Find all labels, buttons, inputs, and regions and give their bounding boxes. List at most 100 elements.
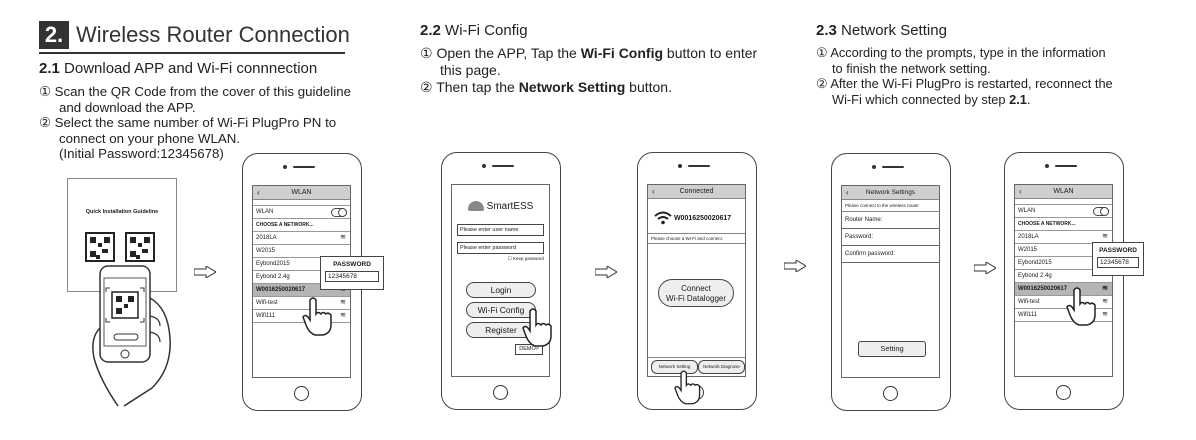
tapping-hand-icon bbox=[674, 370, 701, 405]
network-item[interactable]: Wifi111 ≋ bbox=[1015, 309, 1112, 322]
home-button[interactable] bbox=[883, 386, 898, 401]
network-item-selected[interactable]: W0016250020617≋ bbox=[1015, 283, 1112, 296]
back-icon[interactable]: ‹ bbox=[1019, 187, 1022, 196]
setting-button[interactable]: Setting bbox=[858, 341, 926, 357]
section-number: 2. bbox=[39, 21, 69, 49]
wifi-icon: ≋ bbox=[340, 299, 346, 306]
password-input[interactable]: Please enter password bbox=[457, 242, 544, 254]
col2-step1-pre: ① Open the APP, Tap the bbox=[420, 45, 581, 61]
home-button[interactable] bbox=[1056, 385, 1071, 400]
wlan-toggle-row[interactable]: WLAN bbox=[253, 205, 350, 219]
network-item[interactable]: Wifi111≋ bbox=[253, 310, 350, 323]
network-item[interactable]: Eybond 2.4g bbox=[253, 271, 350, 284]
network-diagnose-button[interactable]: Network Diagnose bbox=[698, 360, 745, 374]
col3-number: 2.3 bbox=[816, 22, 837, 39]
app-brand: SmartESS bbox=[486, 201, 534, 212]
col3-heading: 2.3 Network Setting bbox=[816, 22, 947, 40]
speaker-icon bbox=[293, 166, 315, 168]
wifi-config-button[interactable]: Wi-Fi Config bbox=[466, 302, 536, 318]
wlan-label: WLAN bbox=[256, 209, 274, 215]
col2-step2-pre: ② Then tap the bbox=[420, 79, 519, 95]
camera-icon bbox=[283, 165, 287, 169]
col2-number: 2.2 bbox=[420, 22, 441, 39]
network-item[interactable]: W2015 bbox=[253, 245, 350, 258]
router-password-field[interactable]: Password: bbox=[842, 229, 939, 246]
keep-password-checkbox[interactable]: ☐ Keep password bbox=[507, 256, 544, 261]
speaker-icon bbox=[688, 165, 710, 167]
wlan-toggle[interactable] bbox=[1093, 207, 1109, 216]
network-setting-button[interactable]: Network Setting bbox=[651, 360, 698, 374]
network-name: Eybond 2.4g bbox=[1018, 273, 1052, 279]
wlan-title: WLAN bbox=[291, 189, 312, 196]
wifi-icon: ≋ bbox=[1102, 311, 1108, 318]
wifi-icon: ≋ bbox=[1102, 285, 1108, 292]
back-icon[interactable]: ‹ bbox=[652, 187, 655, 196]
network-name: Wifi111 bbox=[1018, 312, 1038, 318]
network-item[interactable]: Wifi-test ≋ bbox=[253, 297, 350, 310]
password-field[interactable]: 12345678 bbox=[325, 271, 379, 282]
booklet-title: Quick Installation Guideline bbox=[85, 209, 159, 215]
col2-step1: ① Open the APP, Tap the Wi-Fi Config but… bbox=[420, 45, 757, 62]
wlan-reconnect-screen: ‹WLAN WLAN CHOOSE A NETWORK... 2018LA≋ W… bbox=[1014, 184, 1113, 377]
network-settings-screen: ‹Network Settings Please connect to the … bbox=[841, 185, 940, 378]
network-item[interactable]: Wifi-test ≋ bbox=[1015, 296, 1112, 309]
confirm-password-field[interactable]: Confirm password: bbox=[842, 246, 939, 263]
connect-btn-line1: Connect bbox=[681, 284, 711, 293]
camera-icon bbox=[872, 165, 876, 169]
demo-button[interactable]: DEMO> bbox=[515, 344, 543, 355]
tapping-hand-icon bbox=[302, 297, 332, 336]
router-prompt: Please connect to the wireless router bbox=[842, 200, 939, 212]
col3-step2: ② After the Wi-Fi PlugPro is restarted, … bbox=[816, 76, 1113, 91]
col2-step1-cont: this page. bbox=[440, 62, 501, 78]
col1-step1: ① Scan the QR Code from the cover of thi… bbox=[39, 84, 351, 99]
network-name: 2018LA bbox=[256, 235, 277, 241]
col1-step2-cont: connect on your phone WLAN. bbox=[59, 130, 241, 146]
choose-network-label: CHOOSE A NETWORK... bbox=[1015, 218, 1112, 231]
speaker-icon bbox=[1055, 165, 1077, 167]
col2-step2-post: button. bbox=[625, 79, 672, 95]
camera-icon bbox=[1045, 164, 1049, 168]
wifi-icon: ≋ bbox=[1102, 298, 1108, 305]
network-item[interactable]: Eybond2015 bbox=[253, 258, 350, 271]
home-button[interactable] bbox=[493, 385, 508, 400]
col3-step1-cont: to finish the network setting. bbox=[832, 60, 991, 76]
network-settings-header: ‹Network Settings bbox=[842, 186, 939, 200]
home-button[interactable] bbox=[294, 386, 309, 401]
tapping-hand-icon bbox=[522, 308, 552, 347]
username-input[interactable]: Please enter user name bbox=[457, 224, 544, 236]
col2-steps: ① Open the APP, Tap the Wi-Fi Config but… bbox=[420, 45, 757, 96]
col1-heading-text: Download APP and Wi-Fi connnection bbox=[64, 60, 318, 77]
keep-password-label: Keep password bbox=[512, 256, 544, 261]
network-name: W2015 bbox=[256, 248, 276, 254]
wlan-toggle[interactable] bbox=[331, 208, 347, 217]
speaker-icon bbox=[882, 166, 904, 168]
col2-step2-bold: Network Setting bbox=[518, 79, 626, 95]
router-name-field[interactable]: Router Name: bbox=[842, 212, 939, 229]
network-item[interactable]: 2018LA≋ bbox=[1015, 231, 1112, 244]
camera-icon bbox=[678, 164, 682, 168]
connect-datalogger-button[interactable]: Connect Wi-Fi Datalogger bbox=[658, 279, 734, 307]
col2-step2: ② Then tap the Network Setting button. bbox=[420, 79, 757, 96]
wlan-toggle-row[interactable]: WLAN bbox=[1015, 204, 1112, 218]
network-item[interactable]: Eybond 2.4g bbox=[1015, 270, 1112, 283]
app-logo: SmartESS bbox=[452, 201, 549, 212]
wlan-header: ‹WLAN bbox=[1015, 185, 1112, 199]
guideline-booklet: Quick Installation Guideline bbox=[67, 178, 177, 292]
password-field[interactable]: 12345678 bbox=[1097, 257, 1139, 268]
col2-heading-text: Wi-Fi Config bbox=[445, 22, 528, 39]
arrow-right-icon bbox=[784, 260, 806, 272]
choose-wifi-text: Please choose a Wi-Fi and connect. bbox=[648, 233, 745, 244]
back-icon[interactable]: ‹ bbox=[846, 188, 849, 197]
network-item[interactable]: W2015 bbox=[1015, 244, 1112, 257]
col3-step2-cont: Wi-Fi which connected by step 2.1. bbox=[816, 92, 1113, 108]
login-button[interactable]: Login bbox=[466, 282, 536, 298]
choose-network-label: CHOOSE A NETWORK... bbox=[253, 219, 350, 232]
network-name: Wifi-test bbox=[1018, 299, 1040, 305]
network-item[interactable]: Eybond2015 bbox=[1015, 257, 1112, 270]
password-label: PASSWORD bbox=[333, 261, 371, 268]
col2-step1-bold: Wi-Fi Config bbox=[580, 45, 664, 61]
speaker-icon bbox=[492, 165, 514, 167]
network-item[interactable]: 2018LA≋ bbox=[253, 232, 350, 245]
back-icon[interactable]: ‹ bbox=[257, 188, 260, 197]
network-name: Wifi-test bbox=[256, 300, 278, 306]
